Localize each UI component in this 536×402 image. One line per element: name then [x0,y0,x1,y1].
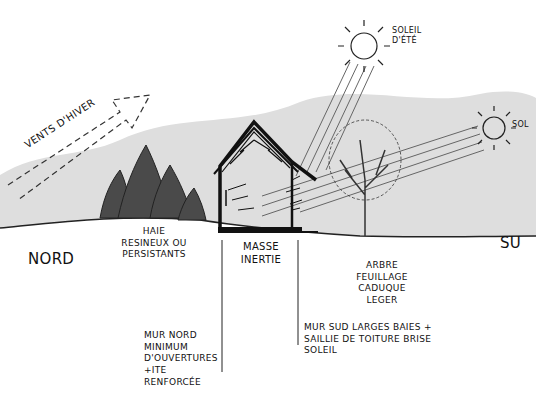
sun-label: SOL [512,120,534,130]
tree-label: ARBRE FEUILLAGE CADUQUE LEGER [348,260,416,307]
wind-label: VENTS D'HIVER [22,80,121,151]
house [214,122,318,233]
hedge [100,145,206,220]
deciduous-tree [329,120,401,236]
orientation-label: NORD [28,250,88,270]
sun-label: SOLEIL D'ÉTÉ [392,26,440,47]
hedge-label: HAIE RESINEUX OU PERSISTANTS [118,226,190,261]
summer-sun [338,20,390,72]
ground [0,218,536,402]
winter-sun [472,106,516,150]
leader-lines [222,240,298,372]
wall-note: MUR SUD LARGES BAIES + SAILLIE DE TOITUR… [304,322,436,357]
wall-note: MUR NORD MINIMUM D'OUVERTURES +ITE RENFO… [144,330,220,388]
orientation-label: SU [500,234,534,254]
mass-label: MASSE INERTIE [230,240,292,266]
ground-line [0,218,536,237]
